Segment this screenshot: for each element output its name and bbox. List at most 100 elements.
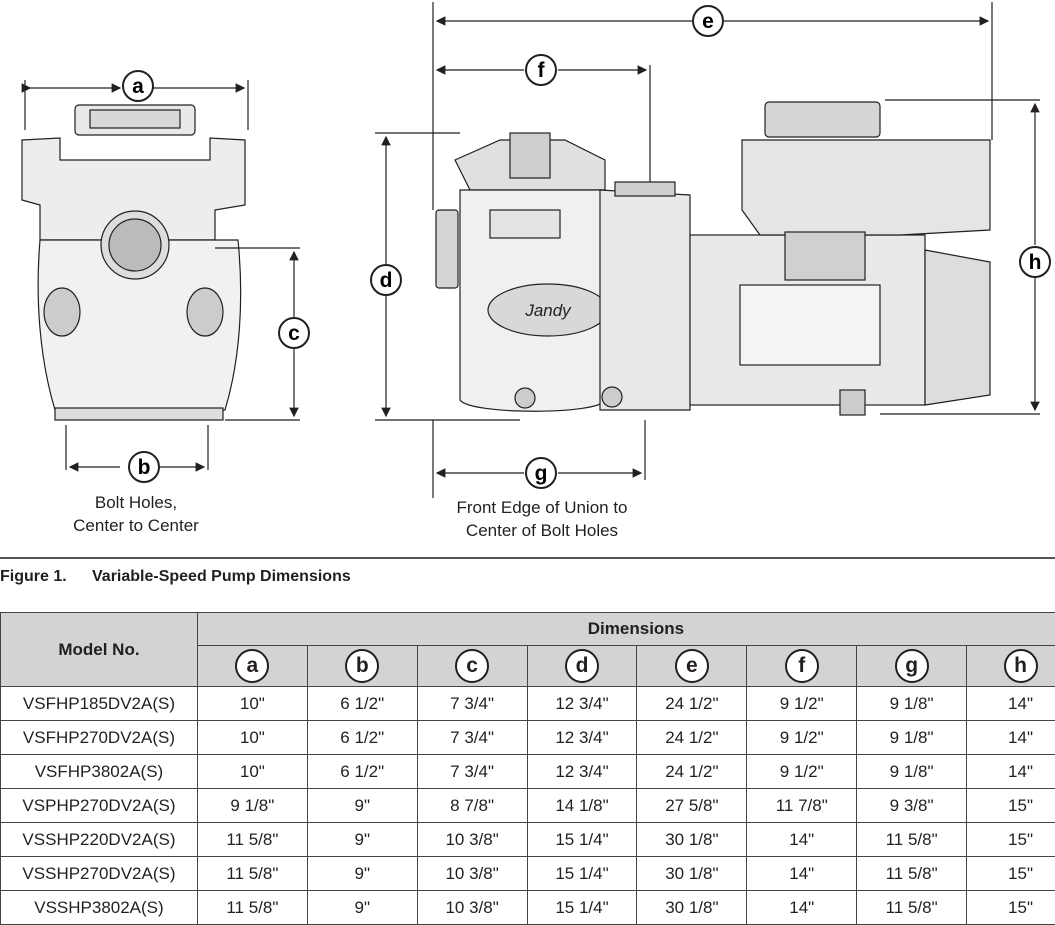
dimension-cell: 15 1/4" <box>527 857 637 891</box>
dimension-cell: 15" <box>967 857 1055 891</box>
dimension-cell: 11 5/8" <box>197 823 307 857</box>
table-row: VSFHP185DV2A(S)10"6 1/2"7 3/4"12 3/4"24 … <box>1 687 1055 721</box>
label-d: d <box>371 265 401 295</box>
dimension-cell: 10 3/8" <box>417 823 527 857</box>
dimension-cell: 8 7/8" <box>417 789 527 823</box>
dimension-cell: 9 1/8" <box>197 789 307 823</box>
column-label: f <box>785 649 819 683</box>
dimension-cell: 9 1/2" <box>747 687 857 721</box>
table-row: VSFHP270DV2A(S)10"6 1/2"7 3/4"12 3/4"24 … <box>1 721 1055 755</box>
dimension-cell: 10" <box>197 687 307 721</box>
label-b: b <box>129 452 159 482</box>
dimension-cell: 14 1/8" <box>527 789 637 823</box>
svg-text:f: f <box>538 59 546 82</box>
table-row: VSPHP270DV2A(S)9 1/8"9"8 7/8"14 1/8"27 5… <box>1 789 1055 823</box>
dimension-cell: 7 3/4" <box>417 687 527 721</box>
column-label: b <box>345 649 379 683</box>
svg-text:b: b <box>138 456 151 479</box>
dimension-cell: 27 5/8" <box>637 789 747 823</box>
svg-text:d: d <box>380 269 393 292</box>
dimension-cell: 9 1/8" <box>857 721 967 755</box>
dimension-cell: 24 1/2" <box>637 755 747 789</box>
model-cell: VSSHP3802A(S) <box>1 891 198 925</box>
dimension-cell: 9 1/8" <box>857 687 967 721</box>
dimension-cell: 14" <box>967 755 1055 789</box>
dimension-cell: 9" <box>307 789 417 823</box>
label-f: f <box>526 55 556 85</box>
model-cell: VSSHP270DV2A(S) <box>1 857 198 891</box>
model-cell: VSFHP3802A(S) <box>1 755 198 789</box>
dimension-cell: 12 3/4" <box>527 721 637 755</box>
model-cell: VSPHP270DV2A(S) <box>1 789 198 823</box>
table-row: VSSHP270DV2A(S)11 5/8"9"10 3/8"15 1/4"30… <box>1 857 1055 891</box>
bolt-holes-note-line2: Center to Center <box>73 516 199 535</box>
dimension-cell: 7 3/4" <box>417 721 527 755</box>
dimension-cell: 30 1/8" <box>637 823 747 857</box>
figure-caption: Figure 1.Variable-Speed Pump Dimensions <box>0 568 351 586</box>
dimension-cell: 9 1/2" <box>747 755 857 789</box>
figure-number: Figure 1. <box>0 568 92 586</box>
dimension-cell: 11 7/8" <box>747 789 857 823</box>
dimension-cell: 11 5/8" <box>857 823 967 857</box>
dimension-cell: 10 3/8" <box>417 891 527 925</box>
dimension-cell: 11 5/8" <box>857 857 967 891</box>
dimension-cell: 6 1/2" <box>307 687 417 721</box>
dimensions-header: Dimensions <box>197 613 1055 646</box>
brand-logo: Jandy <box>524 301 572 320</box>
bolt-holes-note-line1: Bolt Holes, <box>95 493 177 512</box>
dimension-cell: 14" <box>747 857 857 891</box>
dimension-cell: 9 3/8" <box>857 789 967 823</box>
union-note-line1: Front Edge of Union to <box>456 498 627 517</box>
dimension-cell: 9" <box>307 823 417 857</box>
label-h: h <box>1020 247 1050 277</box>
dimension-cell: 11 5/8" <box>197 857 307 891</box>
model-header: Model No. <box>1 613 198 687</box>
dimension-cell: 24 1/2" <box>637 721 747 755</box>
pump-dimension-drawing: Jandy <box>0 0 1055 560</box>
union-note-line2: Center of Bolt Holes <box>466 521 618 540</box>
dimension-cell: 12 3/4" <box>527 687 637 721</box>
svg-text:e: e <box>702 10 714 33</box>
svg-text:h: h <box>1029 251 1042 274</box>
dimension-cell: 9 1/8" <box>857 755 967 789</box>
dimension-cell: 14" <box>747 891 857 925</box>
label-e: e <box>693 6 723 36</box>
front-view-pump <box>22 105 245 420</box>
dimension-cell: 9" <box>307 857 417 891</box>
column-label: a <box>235 649 269 683</box>
model-cell: VSFHP185DV2A(S) <box>1 687 198 721</box>
dimension-cell: 15 1/4" <box>527 823 637 857</box>
dimension-cell: 9 1/2" <box>747 721 857 755</box>
dimension-cell: 30 1/8" <box>637 857 747 891</box>
model-cell: VSFHP270DV2A(S) <box>1 721 198 755</box>
dimension-cell: 10" <box>197 721 307 755</box>
dimension-cell: 15" <box>967 789 1055 823</box>
table-row: VSSHP3802A(S)11 5/8"9"10 3/8"15 1/4"30 1… <box>1 891 1055 925</box>
table-row: VSSHP220DV2A(S)11 5/8"9"10 3/8"15 1/4"30… <box>1 823 1055 857</box>
label-c: c <box>279 318 309 348</box>
figure-title: Variable-Speed Pump Dimensions <box>92 568 351 586</box>
dimension-cell: 10" <box>197 755 307 789</box>
dimension-cell: 15" <box>967 891 1055 925</box>
column-label: h <box>1004 649 1038 683</box>
svg-text:c: c <box>288 322 300 345</box>
dimension-cell: 30 1/8" <box>637 891 747 925</box>
column-label: c <box>455 649 489 683</box>
dimension-cell: 7 3/4" <box>417 755 527 789</box>
dimension-cell: 6 1/2" <box>307 721 417 755</box>
dimension-cell: 12 3/4" <box>527 755 637 789</box>
section-divider <box>0 557 1055 559</box>
column-label: d <box>565 649 599 683</box>
dimensions-table: Model No. Dimensions a b c d e f g h VSF… <box>0 612 1055 925</box>
dimension-cell: 15" <box>967 823 1055 857</box>
column-label: g <box>895 649 929 683</box>
dimension-cell: 9" <box>307 891 417 925</box>
label-g: g <box>526 458 556 488</box>
table-row: VSFHP3802A(S)10"6 1/2"7 3/4"12 3/4"24 1/… <box>1 755 1055 789</box>
svg-text:g: g <box>535 462 548 485</box>
label-a: a <box>123 71 153 101</box>
dimension-cell: 10 3/8" <box>417 857 527 891</box>
svg-text:a: a <box>132 75 144 98</box>
side-view-pump: Jandy <box>436 102 990 415</box>
dimension-cell: 14" <box>967 721 1055 755</box>
